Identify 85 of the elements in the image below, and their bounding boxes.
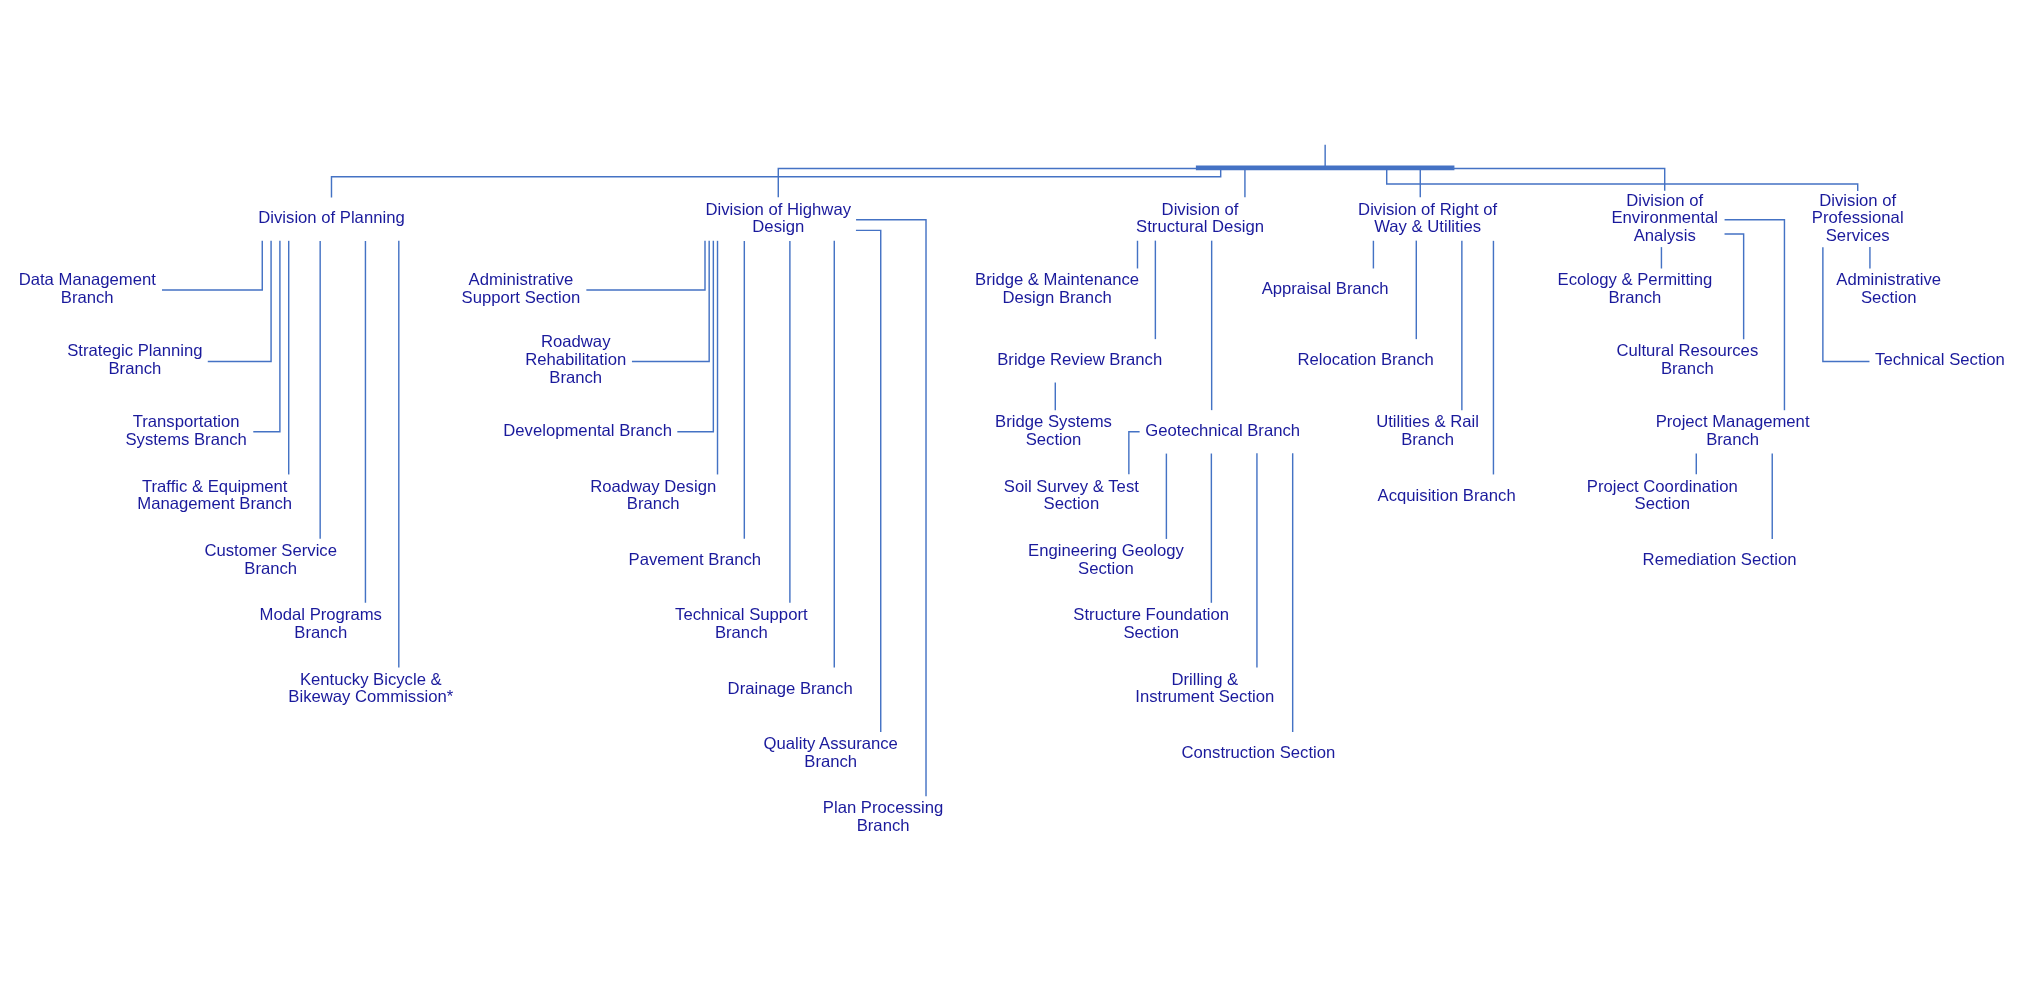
connector <box>631 239 710 362</box>
node-text: Developmental Branch <box>503 420 672 440</box>
node-text: Acquisition Branch <box>1377 485 1516 505</box>
connector <box>1419 168 1421 198</box>
connector <box>1256 452 1258 668</box>
connector <box>161 239 263 291</box>
node-text: Administrative Section <box>1836 269 1942 307</box>
node-text: Customer Service Branch <box>204 540 337 578</box>
connector <box>1054 381 1056 411</box>
node-text: Bridge & Maintenance Design Branch <box>975 269 1140 307</box>
node-text: Division of Environmental Analysis <box>1611 190 1718 245</box>
node-text: Modal Programs Branch <box>259 604 382 642</box>
connector <box>855 218 927 797</box>
node-text: Utilities & Rail Branch <box>1376 411 1480 449</box>
node-text: Geotechnical Branch <box>1145 420 1301 440</box>
node-text: Relocation Branch <box>1297 349 1434 369</box>
connector <box>1386 168 1859 192</box>
node-text: Technical Section <box>1875 349 2005 369</box>
connector <box>585 239 706 291</box>
node-text: Traffic & Equipment Management Branch <box>137 476 293 513</box>
connector <box>1210 239 1213 411</box>
node-text: Project Coordination Section <box>1586 476 1738 513</box>
connector <box>716 239 719 475</box>
node-text: Roadway Design Branch <box>590 476 717 513</box>
connector <box>1695 452 1697 475</box>
connector <box>207 239 272 362</box>
connector <box>1372 239 1375 269</box>
node-text: Structure Foundation Section <box>1073 604 1230 642</box>
node-text: Division of Highway Design <box>705 199 852 236</box>
connector <box>1128 430 1141 475</box>
connector <box>288 239 290 475</box>
connector <box>1244 168 1246 198</box>
connector <box>1660 245 1663 269</box>
connector <box>833 239 835 668</box>
node-text: Drilling & Instrument Section <box>1135 669 1275 706</box>
connector <box>1492 239 1495 475</box>
connector <box>855 229 882 733</box>
node-text: Soil Survey & Test Section <box>1003 476 1139 513</box>
connector <box>1723 232 1745 340</box>
node-text: Division of Planning <box>258 208 405 227</box>
node-text: Pavement Branch <box>628 549 762 569</box>
node-text: Administrative Support Section <box>461 269 581 307</box>
connector <box>1723 218 1786 411</box>
node-text: Bridge Review Branch <box>997 349 1163 369</box>
connector <box>1453 167 1666 191</box>
node-text: Strategic Planning Branch <box>67 340 203 378</box>
node-text: Engineering Geology Section <box>1028 540 1184 578</box>
connector <box>1822 246 1871 362</box>
connector <box>777 167 1197 198</box>
connector <box>1210 452 1213 603</box>
node-text: Bridge Systems Section <box>995 411 1112 449</box>
connector <box>1324 143 1326 167</box>
connector <box>789 239 791 604</box>
connector <box>252 239 281 432</box>
node-text: Kentucky Bicycle & Bikeway Commission* <box>288 669 454 706</box>
connector <box>1154 239 1157 340</box>
connector <box>1771 452 1773 540</box>
node-text: Construction Section <box>1181 742 1336 762</box>
connector <box>319 239 321 539</box>
node-text: Quality Assurance Branch <box>763 733 898 771</box>
connector <box>1461 239 1463 411</box>
node-text: Transportation Systems Branch <box>125 411 247 449</box>
connector <box>676 239 715 432</box>
node-text: Remediation Section <box>1642 549 1797 569</box>
node-text: Division of Structural Design <box>1136 199 1264 236</box>
connector <box>398 239 400 668</box>
node-bar <box>1195 164 1455 170</box>
node-text: Data Management Branch <box>18 269 156 307</box>
node-text: Drainage Branch <box>727 678 853 698</box>
node-text: Plan Processing Branch <box>822 797 944 835</box>
connector <box>743 239 746 539</box>
connector <box>1291 452 1294 733</box>
connector <box>364 239 367 604</box>
connector <box>1415 239 1417 340</box>
node-text: Cultural Resources Branch <box>1616 340 1759 378</box>
node-text: Technical Support Branch <box>675 604 808 642</box>
node-text: Appraisal Branch <box>1261 278 1389 298</box>
connector <box>1136 239 1139 269</box>
node-text: Project Management Branch <box>1655 411 1810 449</box>
connector <box>1165 452 1168 540</box>
node-text: Division of Right of Way & Utilities <box>1358 199 1498 236</box>
connector <box>1869 245 1871 269</box>
node-text: Roadway Rehabilitation Branch <box>525 331 627 387</box>
node-text: Division of Professional Services <box>1811 190 1904 245</box>
node-text: Ecology & Permitting Branch <box>1557 269 1713 307</box>
